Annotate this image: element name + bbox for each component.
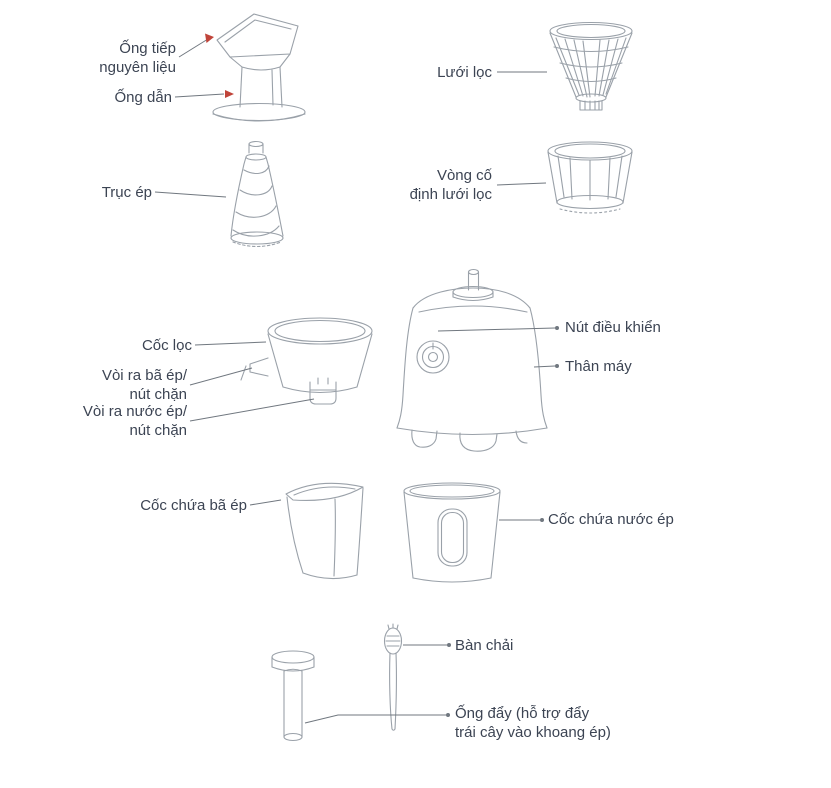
leader-juice-outlet	[189, 398, 315, 422]
leader-feed-tube	[178, 38, 209, 58]
label-brush: Bàn chải	[455, 637, 514, 654]
leader-control-knob	[437, 327, 556, 332]
strainer-ring-drawing	[547, 141, 633, 214]
strainer-drawing	[549, 21, 633, 111]
label-main-body: Thân máy	[565, 358, 632, 375]
label-strainer-ring: Vòng cố định lưới lọc	[409, 167, 492, 203]
brush-drawing	[383, 623, 403, 731]
filter-cup-drawing	[240, 317, 373, 405]
leader-strainer-ring	[496, 182, 547, 186]
leader-dots	[446, 326, 559, 717]
juice-container-drawing	[403, 482, 501, 583]
leader-lines	[154, 38, 556, 724]
leader-pulp-container	[249, 499, 282, 506]
label-pulp-container: Cốc chứa bã ép	[140, 497, 247, 514]
leader-filter-cup	[194, 341, 267, 346]
leader-pulp-outlet	[189, 367, 253, 386]
label-pulp-outlet: Vòi ra bã ép/ nút chặn	[101, 367, 187, 403]
main-body-drawing	[396, 268, 548, 452]
label-strainer: Lưới lọc	[437, 64, 492, 81]
leader-main-body	[533, 365, 556, 368]
label-auger: Trục ép	[101, 184, 152, 201]
pusher-drawing	[271, 650, 315, 742]
label-control-knob: Nút điều khiển	[565, 319, 661, 336]
label-duct: Ống dẫn	[114, 89, 172, 106]
red-arrow-icon	[205, 33, 214, 43]
auger-drawing	[230, 140, 284, 248]
label-pusher: Ống đẩy (hỗ trợ đẩy trái cây vào khoang …	[455, 705, 611, 741]
pulp-container-drawing	[285, 482, 364, 580]
label-feed-tube: Ống tiếp nguyên liệu	[99, 40, 176, 76]
red-arrow-icon	[225, 90, 234, 98]
feed-chute-drawing	[212, 13, 306, 122]
label-filter-cup: Cốc lọc	[141, 337, 192, 354]
label-juice-outlet: Vòi ra nước ép/ nút chặn	[82, 403, 187, 439]
leader-auger	[154, 191, 227, 198]
leader-pusher	[304, 714, 446, 724]
label-juice-container: Cốc chứa nước ép	[548, 511, 674, 528]
leader-duct	[174, 93, 225, 98]
